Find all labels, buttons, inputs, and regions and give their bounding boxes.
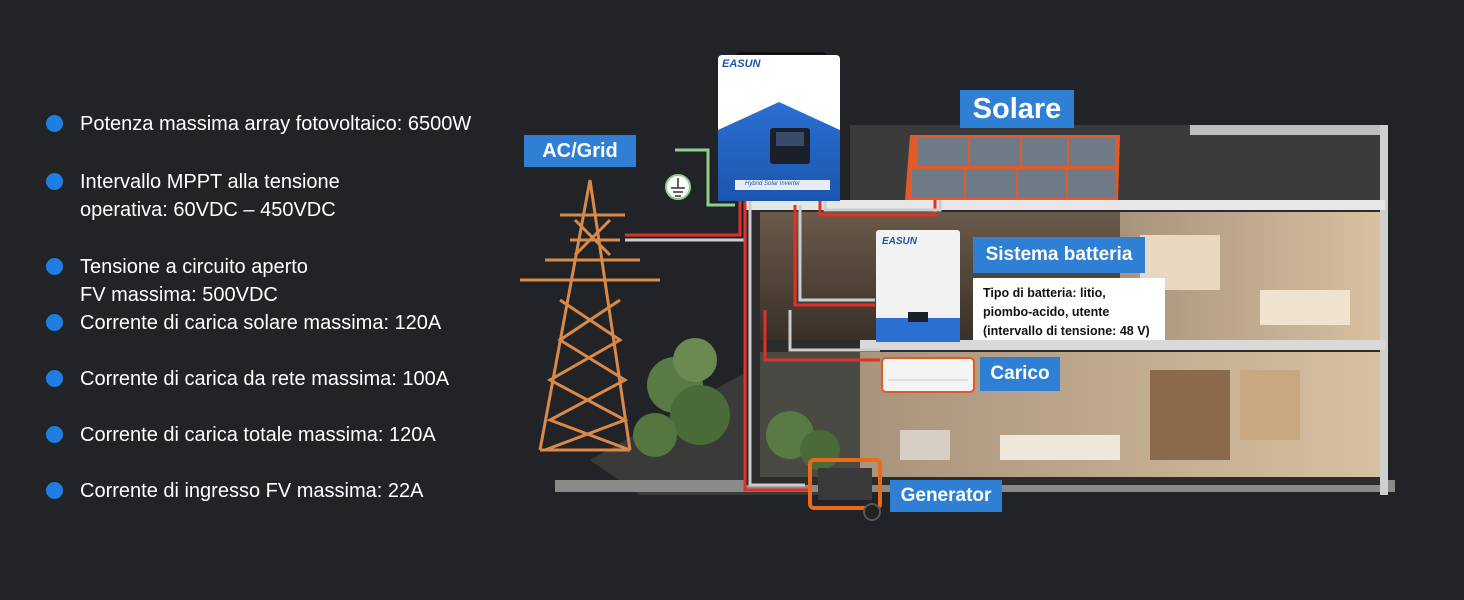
feature-item: Potenza massima array fotovoltaico: 6500… — [46, 110, 526, 138]
battery-info-line: Tipo di batteria: litio, — [983, 286, 1106, 300]
solar-label: Solare — [960, 90, 1074, 128]
battery-unit — [876, 230, 960, 342]
house-illustration — [520, 52, 1395, 521]
feature-text: Corrente di carica solare massima: 120A — [80, 312, 442, 334]
solar-panels — [905, 135, 1120, 200]
feature-item: Corrente di ingresso FV massima: 22A — [46, 477, 526, 505]
feature-text: Tensione a circuito aperto — [80, 256, 308, 278]
bullet-icon — [46, 115, 63, 132]
generator-label: Generator — [890, 480, 1002, 512]
battery-info-line: piombo-acido, utente — [983, 305, 1110, 319]
feature-text: Potenza massima array fotovoltaico: 6500… — [80, 113, 472, 135]
battery-system-label: Sistema batteria — [973, 237, 1145, 273]
feature-item: Intervallo MPPT alla tensione operativa:… — [46, 168, 526, 224]
feature-text: Corrente di carica totale massima: 120A — [80, 424, 436, 446]
ground-icon — [665, 174, 691, 200]
air-conditioner — [881, 357, 975, 393]
ac-grid-label: AC/Grid — [524, 135, 636, 167]
bullet-icon — [46, 173, 63, 190]
battery-info-line: (intervallo di tensione: 48 V) — [983, 324, 1150, 338]
bullet-icon — [46, 426, 63, 443]
battery-info-box: Tipo di batteria: litio, piombo-acido, u… — [973, 278, 1165, 340]
feature-item: Corrente di carica solare massima: 120A — [46, 309, 526, 337]
feature-text: Intervallo MPPT alla tensione — [80, 171, 340, 193]
wiring — [625, 148, 942, 492]
bullet-icon — [46, 258, 63, 275]
feature-text: Corrente di carica da rete massima: 100A — [80, 368, 450, 390]
load-label: Carico — [980, 357, 1060, 391]
bullet-icon — [46, 482, 63, 499]
feature-text: Corrente di ingresso FV massima: 22A — [80, 480, 424, 502]
feature-item: Corrente di carica totale massima: 120A — [46, 421, 526, 449]
inverter-unit — [718, 52, 840, 201]
feature-text: FV massima: 500VDC — [80, 284, 278, 306]
bullet-icon — [46, 370, 63, 387]
generator — [808, 458, 882, 521]
inverter-caption: Hybrid Solar Inverter — [745, 181, 801, 187]
bullet-icon — [46, 314, 63, 331]
battery-brand-logo: EASUN — [882, 236, 918, 247]
feature-item: Corrente di carica da rete massima: 100A — [46, 365, 526, 393]
feature-item: Tensione a circuito aperto FV massima: 5… — [46, 253, 526, 309]
feature-text: operativa: 60VDC – 450VDC — [80, 199, 336, 221]
transmission-tower — [520, 179, 660, 452]
inverter-brand-logo: EASUN — [722, 58, 761, 70]
